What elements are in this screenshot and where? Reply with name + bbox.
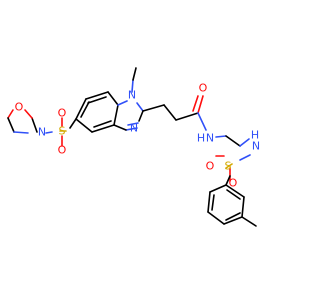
atom-amide-o: O (199, 82, 208, 95)
atom-sulfur-1: S (59, 125, 66, 138)
bonds (7, 67, 257, 227)
atom-amide-h: H (197, 132, 205, 145)
atom-sulfur-2: S (225, 160, 232, 173)
atom-sulfur-2-o2: O (229, 177, 238, 190)
atom-sulfur-1-o1: O (58, 107, 67, 120)
atom-sulfur-1-o2: O (58, 144, 67, 157)
atom-methyl-n: N (128, 89, 136, 102)
atom-sulfur-2-o1: O (206, 160, 215, 173)
atom-sulfonamide-n: N (252, 140, 260, 153)
atom-ring-n: N (130, 122, 138, 135)
atom-morpholine-o: O (15, 101, 24, 114)
atom-morpholine-n: N (38, 126, 46, 139)
atom-amide-n: N (206, 132, 214, 145)
atom-labels: N N O N H N H S O O S O O N O (15, 82, 260, 190)
molecule-structure: N N O N H N H S O O S O O N O (7, 67, 260, 227)
atom-sulfonamide-h: H (251, 129, 259, 142)
